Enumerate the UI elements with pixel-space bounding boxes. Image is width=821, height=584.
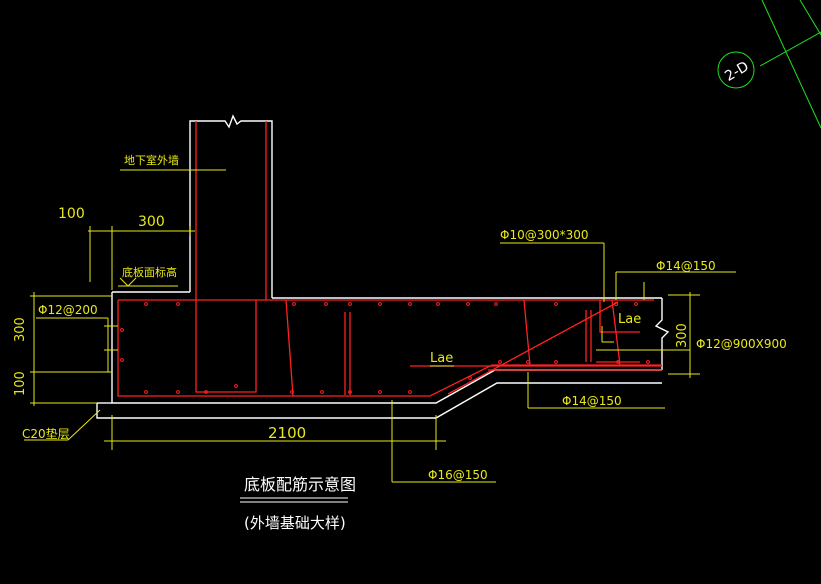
dim-2100: 2100 [268,424,306,442]
dim-300-left: 300 [13,317,28,342]
slab-top-level-label: 底板面标高 [122,265,177,279]
dim-100-left: 100 [13,371,28,396]
lap-label-mid: Lae [430,351,453,366]
dim-300-right: 300 [675,323,690,348]
annotation-lines [24,169,736,483]
rebar-label-3: Φ14@150 [656,259,716,273]
lap-label-right: Lae [618,312,641,327]
axis-bubble-label: 2-D [722,59,751,85]
rebar-label-1: Φ12@200 [38,303,98,317]
axis-bubble [717,51,755,89]
rebar [117,121,662,397]
rebar-label-4: Φ12@900X900 [696,337,787,351]
basement-wall-label: 地下室外墙 [124,153,179,167]
dim-100-top: 100 [58,206,85,222]
drawing-subtitle: (外墙基础大样) [244,514,346,532]
drawing-title: 底板配筋示意图 [244,475,356,494]
rebar-label-5: Φ14@150 [562,394,622,408]
rebar-label-2: Φ10@300*300 [500,228,589,242]
rebar-dots [120,301,650,394]
cushion-label: C20垫层 [22,426,70,441]
dim-300-top: 300 [138,214,165,230]
axis-grid [717,0,821,129]
concrete-outline [96,114,670,419]
rebar-label-6: Φ16@150 [428,468,488,482]
